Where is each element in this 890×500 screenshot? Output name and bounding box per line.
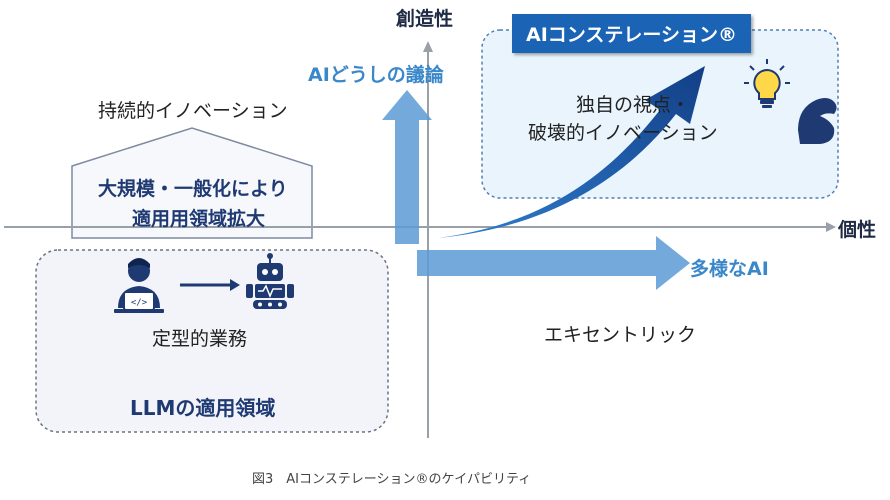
right-arrow: [417, 236, 690, 290]
constellation-title: AIコンステレーション®: [512, 14, 752, 53]
house-line-1: 大規模・一般化により: [98, 178, 288, 200]
x-axis-label: 個性: [838, 219, 877, 241]
curved-arrow: [438, 66, 705, 238]
flexed-arm-icon: [798, 98, 837, 144]
up-arrow: [382, 90, 432, 244]
house-line-2: 適用用領域拡大: [132, 208, 266, 230]
y-axis-arrowhead: [423, 41, 433, 52]
eccentric-label: エキセントリック: [544, 324, 697, 346]
unique-perspective-label: 独自の視点・: [576, 94, 691, 116]
llm-region-label: LLMの適用領域: [130, 396, 276, 420]
sustaining-innovation-heading: 持続的イノベーション: [98, 100, 288, 122]
lightbulb-icon: [744, 59, 790, 108]
disruptive-innovation-label: 破壊的イノベーション: [528, 122, 718, 144]
diverse-ai-label: 多様なAI: [690, 258, 769, 280]
figure-caption: 図3 AIコンステレーション®のケイパビリティ: [252, 472, 532, 487]
svg-text:</>: </>: [131, 298, 148, 308]
robot-icon: [246, 253, 294, 309]
transform-arrow: [180, 279, 240, 291]
x-axis-arrowhead: [826, 222, 836, 232]
person-laptop-icon: </>: [114, 258, 164, 313]
ai-discussion-label: AIどうしの議論: [308, 64, 444, 86]
routine-tasks-label: 定型的業務: [152, 328, 248, 350]
y-axis-label: 創造性: [396, 8, 454, 30]
